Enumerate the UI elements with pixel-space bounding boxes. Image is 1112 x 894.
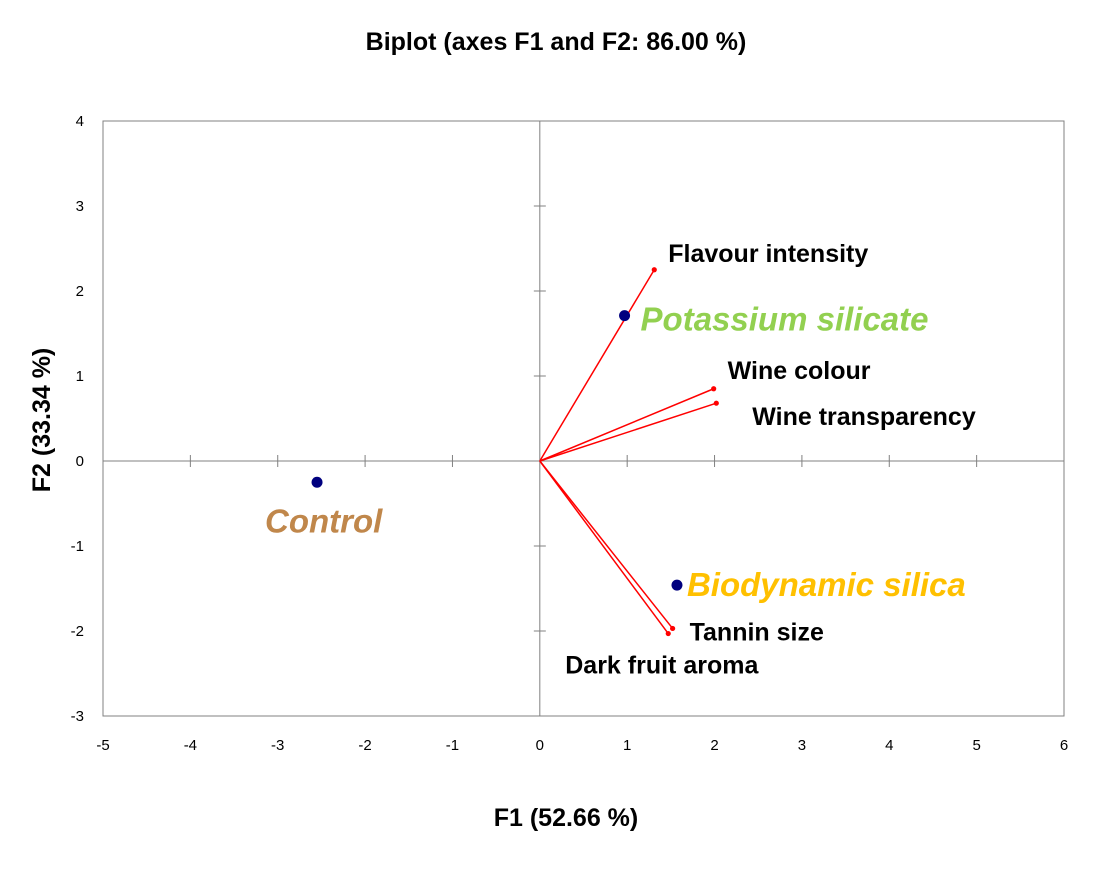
y-tick-label: 4: [76, 113, 84, 130]
observation-point: [671, 579, 683, 591]
variable-label: Flavour intensity: [668, 240, 868, 268]
variable-vectors: [539, 267, 719, 637]
x-axis-title: F1 (52.66 %): [494, 804, 639, 832]
x-tick-label: -1: [446, 737, 459, 754]
y-tick-label: -2: [71, 623, 84, 640]
variable-label: Wine colour: [728, 357, 871, 385]
plot-frame: [102, 120, 1065, 717]
x-tick-label: 1: [623, 737, 631, 754]
x-tick-label: -4: [184, 737, 197, 754]
observation-label: Control: [265, 502, 383, 539]
variable-vector-tip: [713, 400, 719, 406]
axes-layer: [103, 121, 1064, 716]
y-tick-label: -3: [71, 708, 84, 725]
observation-label: Biodynamic silica: [687, 566, 966, 603]
x-tick-label: 0: [536, 737, 544, 754]
x-tick-label: 4: [885, 737, 893, 754]
variable-vector-tip: [665, 630, 671, 637]
y-tick-label: 0: [76, 453, 84, 470]
variable-label: Wine transparency: [752, 403, 976, 431]
x-tick-label: 2: [710, 737, 718, 754]
y-axis-title: F2 (33.34 %): [28, 348, 56, 493]
observation-point: [619, 310, 631, 322]
observation-point: [311, 476, 323, 488]
y-tick-label: -1: [71, 538, 84, 555]
y-tick-label: 2: [76, 283, 84, 300]
x-tick-label: -3: [271, 737, 284, 754]
y-tick-label: 1: [76, 368, 84, 385]
variable-vector: [539, 460, 674, 629]
variable-label: Tannin size: [690, 618, 824, 646]
x-tick-label: 5: [972, 737, 980, 754]
observation-points: [311, 310, 683, 591]
x-tick-label: -2: [358, 737, 371, 754]
variable-vector-tip: [711, 386, 717, 392]
variable-vector: [539, 269, 655, 462]
variable-vector: [539, 388, 714, 462]
chart-title: Biplot (axes F1 and F2: 86.00 %): [366, 28, 747, 56]
y-tick-label: 3: [76, 198, 84, 215]
x-tick-label: -5: [96, 737, 109, 754]
variable-vector: [539, 402, 717, 462]
observation-label: Potassium silicate: [641, 301, 929, 338]
x-tick-label: 3: [798, 737, 806, 754]
variable-vector: [539, 460, 669, 634]
y-axis-ticks: -3 -2 -1 0 1 2 3 4: [71, 113, 546, 725]
variable-label: Dark fruit aroma: [565, 652, 759, 680]
x-axis-ticks: -5 -4 -3 -2 -1 0 1 2 3 4 5 6: [96, 455, 1068, 754]
variable-vector-tip: [670, 625, 676, 632]
variable-vector-tip: [651, 267, 657, 273]
x-tick-label: 6: [1060, 737, 1068, 754]
